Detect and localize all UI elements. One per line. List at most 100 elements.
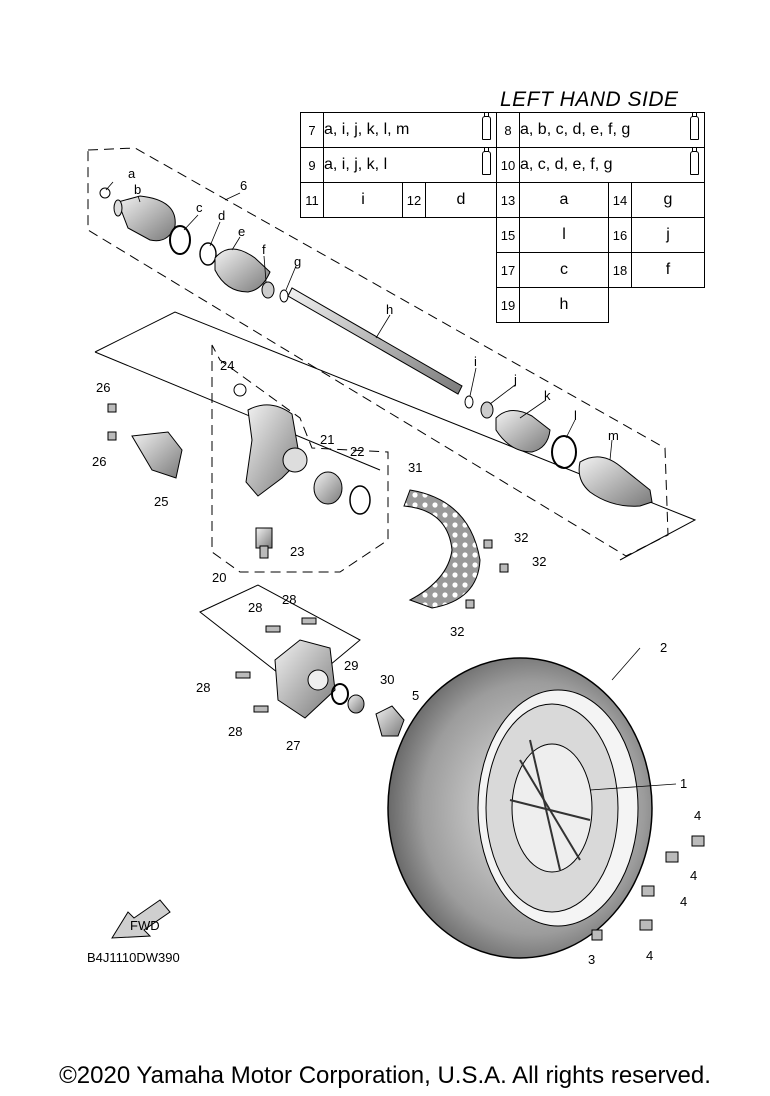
legend-value: h [519,287,609,323]
wheel-rim [485,703,619,913]
callout-4: 4 [694,808,701,823]
driveshaft-assembly-boundary [87,147,669,557]
callout-32: 32 [450,624,464,639]
bolt-28 [235,671,251,679]
callout-e: e [238,224,245,239]
callout-k: k [544,388,551,403]
legend-value: a, i, j, k, l, m [323,112,476,148]
legend-num: 18 [608,252,632,288]
lug-nut [665,851,679,863]
legend-value: j [631,217,705,253]
band-c [169,225,191,255]
callout-4: 4 [690,868,697,883]
bolt-28 [265,625,281,633]
bolt-26 [107,431,117,441]
callout-d: d [218,208,225,223]
drive-shaft [287,287,463,395]
legend-num: 8 [496,112,520,148]
callout-31: 31 [408,460,422,475]
grease-tube-icon [684,111,705,148]
knuckle [245,404,308,497]
callout-23: 23 [290,544,304,559]
callout-2: 2 [660,640,667,655]
wheel-hub [274,639,336,719]
callout-a: a [128,166,136,181]
callout-32: 32 [532,554,546,569]
callout-22: 22 [350,444,364,459]
band-f [261,281,275,299]
callout-m: m [608,428,619,443]
callout-30: 30 [380,672,394,687]
leader-lines [105,181,677,791]
callout-27: 27 [286,738,300,753]
hub-plane-line [199,584,361,691]
legend-num: 19 [496,287,520,323]
legend-value: a, b, c, d, e, f, g [519,112,684,148]
fwd-label: FWD [130,918,160,933]
legend-num: 15 [496,217,520,253]
callout-4: 4 [646,948,653,963]
band-j [480,401,494,419]
legend-value: i [323,182,403,218]
legend-value: a, i, j, k, l [323,147,476,183]
callout-h: h [386,302,393,317]
callout-32: 32 [514,530,528,545]
callout-4: 4 [680,894,687,909]
page-title: LEFT HAND SIDE [500,88,679,111]
legend-num: 14 [608,182,632,218]
callout-26: 26 [96,380,110,395]
legend-row: 15 l 16 j [301,217,705,253]
legend-value: a, c, d, e, f, g [519,147,684,183]
legend-value: f [631,252,705,288]
legend-num: 7 [300,112,324,148]
callout-1: 1 [680,776,687,791]
lug-nut [639,919,653,931]
callout-c: c [196,200,203,215]
legend-num: 13 [496,182,520,218]
cv-joint-inner-m [578,456,653,507]
circlip-a [99,187,111,199]
legend-value: l [519,217,609,253]
knuckle-guard [131,431,183,479]
callout-3: 3 [588,952,595,967]
bolt-32 [483,539,493,549]
legend-row: 17 c 18 f [301,252,705,288]
legend-row: 9 a, i, j, k, l 10 a, c, d, e, f, g [300,146,705,183]
callout-b: b [134,182,141,197]
cv-joint-outer [113,195,176,242]
callout-29: 29 [344,658,358,673]
brake-disc [403,489,481,609]
legend-row: 7 a, i, j, k, l, m 8 a, b, c, d, e, f, g [300,111,705,148]
copyright-notice: ©2020 Yamaha Motor Corporation, U.S.A. A… [59,1062,711,1089]
callout-f: f [262,242,266,257]
legend-value: c [519,252,609,288]
hub-cap [375,705,405,737]
bearing [313,471,343,505]
legend-num: 9 [300,147,324,183]
ball-joint [255,527,273,559]
callout-l: l [574,408,577,423]
fwd-arrow-icon [111,899,171,939]
legend-value: d [425,182,497,218]
callout-28: 28 [228,724,242,739]
legend-num: 10 [496,147,520,183]
callout-g: g [294,254,301,269]
bolt-26 [107,403,117,413]
bolt-28 [253,705,269,713]
circlip-24 [233,383,247,397]
callout-28: 28 [248,600,262,615]
assembly-plane-line [94,311,697,561]
callout-26: 26 [92,454,106,469]
legend-value: a [519,182,609,218]
parts-legend-table: 7 a, i, j, k, l, m 8 a, b, c, d, e, f, g… [300,111,705,323]
boot-k [495,410,551,453]
nut [347,694,365,714]
legend-num: 16 [608,217,632,253]
diagram-code: B4J1110DW390 [87,950,180,965]
assembly-plane-line [94,351,381,471]
legend-row: 19 h [301,287,705,323]
callout-25: 25 [154,494,168,509]
callout-24: 24 [220,358,234,373]
lug-nut [691,835,705,847]
